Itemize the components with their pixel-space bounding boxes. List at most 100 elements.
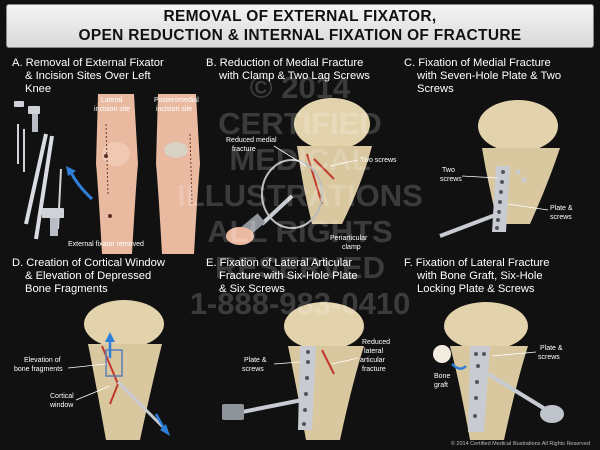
panel-e-title: E. Fixation of Lateral Articular Fractur…: [206, 257, 358, 296]
label-line: Plate &: [540, 345, 563, 352]
label-line: screws: [242, 366, 264, 373]
panel-a-title-line: Knee: [25, 83, 52, 95]
panel-c: Two screws Plate & screws C. Fixation of…: [400, 54, 596, 254]
label-plate-screws: Plate & screws: [242, 357, 269, 373]
bone-graft: [433, 345, 451, 363]
label-posteromedial-incision: Posteromedial incision site: [154, 97, 201, 113]
arrowhead: [160, 424, 170, 436]
panel-c-title-line: Screws: [417, 83, 454, 95]
label-line: fracture: [232, 146, 256, 153]
label-line: Elevation of: [24, 357, 61, 364]
label-plate-screws: Plate & screws: [550, 205, 575, 221]
panel-c-drawing: Two screws Plate & screws: [439, 100, 575, 238]
panel-d-title: D. Creation of Cortical Window & Elevati…: [12, 257, 165, 296]
label-line: bone fragments: [14, 366, 63, 373]
label-reduced-lateral-fracture: Reduced lateral articular fracture: [360, 339, 392, 373]
panel-f-title-line: Locking Plate & Screws: [417, 283, 535, 295]
panel-c-title-line: with Seven-Hole Plate & Two: [417, 70, 562, 82]
panel-d-title-line: & Elevation of Depressed: [25, 270, 152, 282]
label-fixator-removed: External fixator removed: [68, 241, 144, 248]
label-two-screws: Two screws: [440, 167, 462, 183]
panel-f-title-line: F. Fixation of Lateral Fracture: [404, 257, 550, 269]
driver-handle: [540, 405, 564, 423]
label-line: clamp: [342, 244, 361, 251]
copyright-notice: © 2014 Certified Medical Illustrations A…: [450, 441, 590, 447]
label-line: Lateral: [101, 97, 123, 104]
arrowhead: [105, 332, 115, 342]
label-line: screws: [440, 176, 462, 183]
screw-head: [515, 169, 521, 175]
bone-tamp: [116, 380, 168, 432]
label-line: screws: [550, 214, 572, 221]
panel-d-drawing: Elevation of bone fragments Cortical win…: [14, 300, 170, 440]
panel-f-title: F. Fixation of Lateral Fracture with Bon…: [404, 257, 550, 296]
panel-b-title-line: B. Reduction of Medial Fracture: [206, 57, 364, 69]
drill-shaft: [260, 194, 294, 226]
page-title: REMOVAL OF EXTERNAL FIXATOR, OPEN REDUCT…: [6, 4, 594, 48]
label-lateral-incision: Lateral incision site: [94, 97, 130, 113]
panel-e-drawing: Plate & screws Reduced lateral articular…: [222, 302, 392, 440]
label-line: Plate &: [550, 205, 573, 212]
label-line: lateral: [364, 348, 384, 355]
label-two-screws: Two screws: [360, 157, 397, 164]
screw-head: [521, 177, 527, 183]
six-hole-plate: [298, 346, 316, 430]
title-line-2: OPEN REDUCTION & INTERNAL FIXATION OF FR…: [78, 27, 522, 44]
panel-a-title-line: A. Removal of External Fixator: [12, 57, 164, 69]
blue-arrow: [451, 363, 467, 370]
panel-a: A. Removal of External Fixator & Incisio…: [6, 54, 202, 254]
periarticular-clamp: [261, 159, 323, 229]
panel-a-drawing: Lateral incision site Posteromedial inci…: [14, 94, 201, 254]
label-line: articular: [360, 357, 386, 364]
panel-e: Plate & screws Reduced lateral articular…: [202, 254, 400, 444]
label-plate-screws: Plate & screws: [538, 345, 565, 361]
cortical-window-outline: [105, 349, 123, 377]
panel-c-title-line: C. Fixation of Medial Fracture: [404, 57, 551, 69]
label-reduced-medial-fracture: Reduced medial fracture: [226, 137, 279, 153]
external-fixator-parts: [14, 101, 64, 240]
panel-e-title-line: E. Fixation of Lateral Articular: [206, 257, 353, 269]
panel-b: Reduced medial fracture Two screws Peria…: [202, 54, 400, 254]
blue-arrow: [68, 169, 94, 201]
panel-c-title: C. Fixation of Medial Fracture with Seve…: [404, 57, 561, 96]
panel-d-title-line: D. Creation of Cortical Window: [12, 257, 165, 269]
left-knee-back-view: [156, 94, 200, 254]
label-line: Posteromedial: [154, 97, 199, 104]
label-line: Bone: [434, 373, 450, 380]
label-line: Reduced: [362, 339, 390, 346]
arrowhead: [66, 166, 76, 176]
panel-f-drawing: Plate & screws Bone graft: [433, 302, 565, 440]
driver-shaft: [486, 372, 552, 414]
tibia-bone: [84, 300, 164, 440]
surgeon-hand: [226, 227, 254, 245]
tibia-bone: [284, 302, 364, 440]
panel-e-title-line: Fracture with Six-Hole Plate: [219, 270, 358, 282]
panel-e-title-line: & Six Screws: [219, 283, 285, 295]
driver-shaft: [439, 212, 499, 238]
label-line: Cortical: [50, 393, 74, 400]
label-line: graft: [434, 382, 448, 389]
panel-b-title: B. Reduction of Medial Fracture with Cla…: [206, 57, 370, 83]
label-line: incision site: [94, 106, 130, 113]
panel-f: Plate & screws Bone graft F. Fixation of…: [400, 254, 596, 444]
locking-plate: [468, 346, 490, 432]
driver-handle: [222, 404, 244, 420]
label-elevation-bone-fragments: Elevation of bone fragments: [14, 357, 63, 373]
label-line: fracture: [362, 366, 386, 373]
label-line: Plate &: [244, 357, 267, 364]
label-periarticular-clamp: Periarticular clamp: [330, 235, 369, 251]
label-line: Reduced medial: [226, 137, 277, 144]
label-cortical-window: Cortical window: [49, 393, 76, 409]
panel-b-title-line: with Clamp & Two Lag Screws: [219, 70, 370, 82]
tibia-bone: [294, 98, 372, 224]
label-line: screws: [538, 354, 560, 361]
panel-f-title-line: with Bone Graft, Six-Hole: [417, 270, 543, 282]
panel-a-title-line: & Incision Sites Over Left: [25, 70, 151, 82]
label-line: incision site: [156, 106, 192, 113]
panel-d-title-line: Bone Fragments: [25, 283, 108, 295]
label-line: window: [49, 402, 74, 409]
title-line-1: REMOVAL OF EXTERNAL FIXATOR,: [163, 8, 437, 25]
panel-d: Elevation of bone fragments Cortical win…: [6, 254, 202, 444]
panel-b-drawing: Reduced medial fracture Two screws Peria…: [226, 98, 397, 251]
